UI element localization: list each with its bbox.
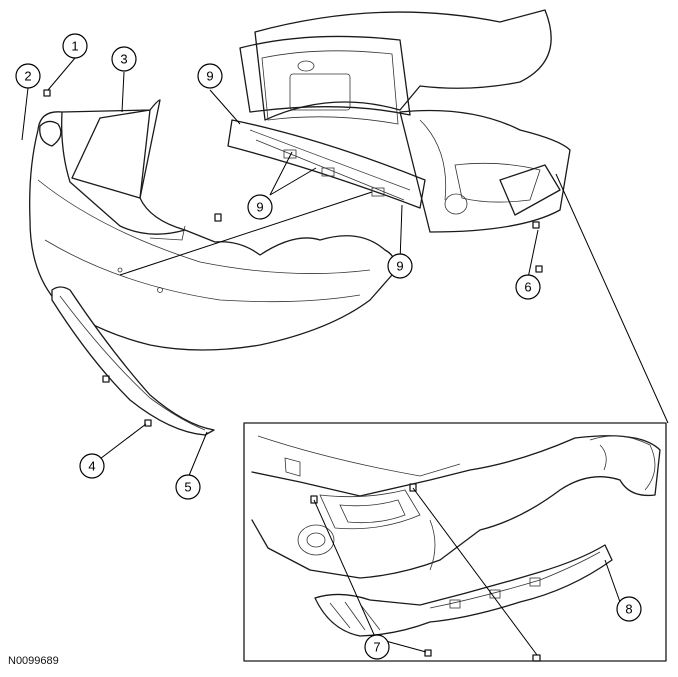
callout-9-top: 9	[197, 63, 223, 89]
callout-8: 8	[616, 596, 642, 622]
callout-9-middle: 9	[247, 194, 273, 220]
callout-7: 7	[364, 634, 390, 660]
svg-text:5: 5	[184, 480, 191, 495]
callout-2: 2	[15, 63, 41, 89]
callout-1: 1	[62, 33, 88, 59]
svg-text:7: 7	[373, 640, 380, 655]
lower-valance	[51, 286, 215, 436]
callout-5: 5	[175, 474, 201, 500]
svg-text:8: 8	[625, 602, 632, 617]
svg-text:9: 9	[396, 259, 403, 274]
svg-text:2: 2	[24, 69, 31, 84]
svg-text:1: 1	[71, 39, 78, 54]
callout-6: 6	[515, 274, 541, 300]
detail-inset	[243, 422, 667, 662]
callout-9-right: 9	[387, 253, 413, 279]
svg-text:6: 6	[524, 280, 531, 295]
svg-text:9: 9	[256, 200, 263, 215]
callout-3: 3	[111, 46, 137, 72]
leader-lines	[21, 57, 669, 656]
callout-4: 4	[79, 453, 105, 479]
svg-text:9: 9	[206, 69, 213, 84]
svg-text:3: 3	[120, 52, 127, 67]
svg-text:4: 4	[88, 459, 95, 474]
vehicle-rear-body	[227, 9, 571, 233]
figure-id: N0099689	[8, 655, 59, 667]
fasteners	[43, 89, 543, 427]
